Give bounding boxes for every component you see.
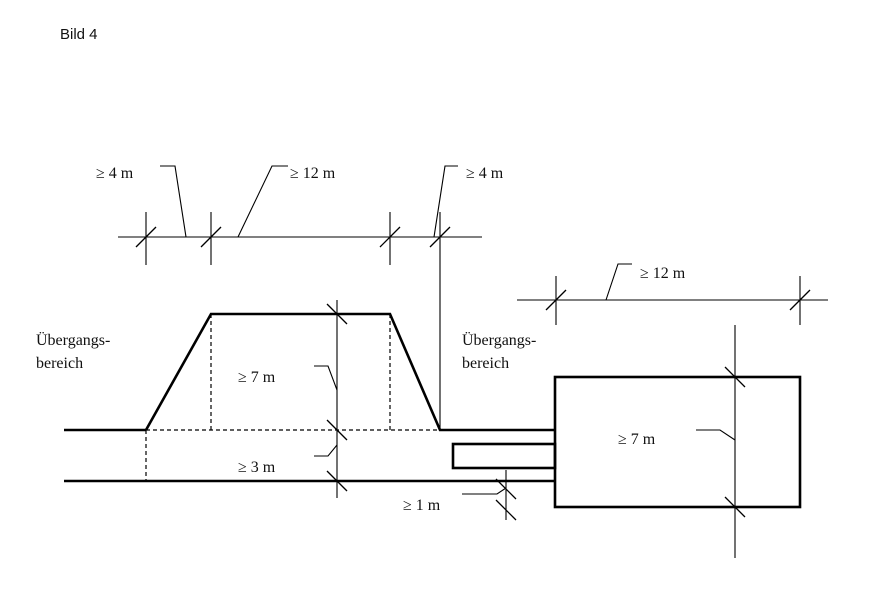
right-dimension-line xyxy=(517,263,828,325)
large-block xyxy=(553,375,802,509)
label-clearance-1m: ≥ 1 m xyxy=(403,497,441,514)
label-right-12m: ≥ 12 m xyxy=(640,265,686,282)
label-top-left-4m: ≥ 4 m xyxy=(96,165,134,182)
label-top-right-4m: ≥ 4 m xyxy=(466,165,504,182)
beam-element xyxy=(451,442,557,470)
top-dimension-line xyxy=(118,165,482,430)
dashed-guides xyxy=(145,314,440,481)
vertical-dimension-ramp xyxy=(314,300,348,498)
figure-title: Bild 4 xyxy=(60,26,98,43)
label-height-7m-right: ≥ 7 m xyxy=(618,431,656,448)
label-height-3m: ≥ 3 m xyxy=(238,459,276,476)
vertical-dimension-block xyxy=(696,325,746,558)
clearance-dimension xyxy=(462,470,517,521)
label-top-12m: ≥ 12 m xyxy=(290,165,336,182)
label-height-7m-left: ≥ 7 m xyxy=(238,369,276,386)
label-transition-right-line2: bereich xyxy=(462,355,509,372)
label-transition-right-line1: Übergangs- xyxy=(462,331,536,349)
label-transition-left-line2: bereich xyxy=(36,355,83,372)
label-transition-left-line1: Übergangs- xyxy=(36,331,110,349)
